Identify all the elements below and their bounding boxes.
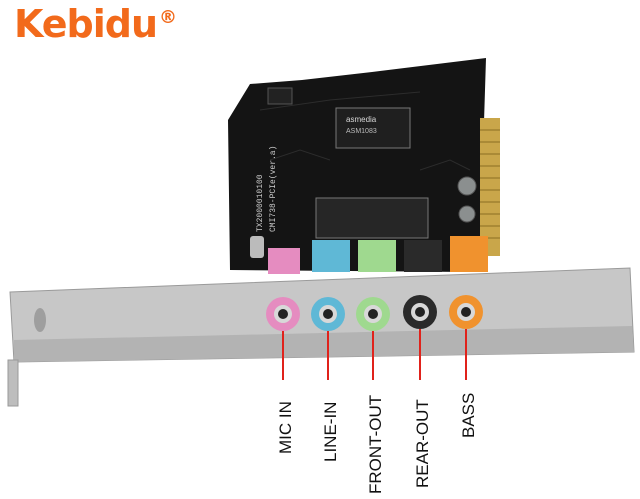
jack-housing-front-out — [358, 240, 396, 272]
capacitor — [458, 205, 476, 223]
jack-mic-in — [266, 297, 300, 331]
port-label-line-in: LINE-IN — [321, 401, 340, 462]
port-label-mic-in: MIC IN — [276, 401, 295, 454]
bracket-tab — [7, 359, 19, 407]
jack-housing-bass — [450, 236, 488, 272]
port-label-rear-out: REAR-OUT — [413, 399, 432, 488]
crystal — [250, 236, 264, 258]
leader-lines — [282, 329, 467, 380]
board-side-text-1: TX2000010100 — [256, 174, 265, 232]
jack-line-in — [311, 297, 345, 331]
audio-chip — [315, 197, 429, 239]
pcb-traces — [259, 91, 471, 171]
jack-rear-out — [403, 295, 437, 329]
jack-housing-rear-out — [404, 240, 442, 272]
registered-mark: ® — [159, 7, 177, 29]
brand-logo: Kebidu® — [14, 2, 177, 46]
connector-pins — [480, 129, 500, 239]
jack-bass — [449, 295, 483, 329]
bracket-slot — [34, 308, 46, 332]
capacitor — [457, 176, 477, 196]
pcb-board — [228, 58, 486, 272]
chip-brand-text: asmedia — [346, 115, 377, 124]
board-side-text-2: CMI738-PCIe(ver.a) — [269, 146, 278, 232]
bridge-chip — [335, 107, 411, 149]
jack-front-out — [356, 297, 390, 331]
port-label-bass: BASS — [459, 392, 478, 438]
jack-housing-mic-in — [268, 248, 300, 274]
regulator-chip — [267, 87, 293, 105]
chip-model-text: ASM1083 — [346, 128, 377, 135]
brand-name: Kebidu — [14, 2, 158, 46]
bracket-shadow — [14, 326, 634, 362]
pcie-connector — [480, 118, 500, 256]
jack-housing-line-in — [312, 240, 350, 272]
port-label-front-out: FRONT-OUT — [366, 394, 385, 494]
